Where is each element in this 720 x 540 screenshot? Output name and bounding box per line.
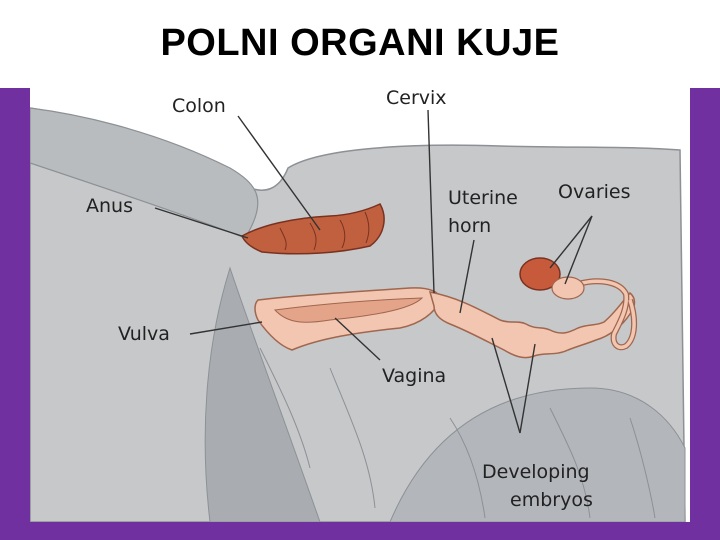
label-anus: Anus [86, 195, 133, 217]
tail [30, 107, 259, 239]
oviduct-fill [577, 279, 636, 349]
fur-strokes [259, 347, 656, 519]
uterine-horn [428, 291, 636, 359]
reproductive-diagram: Colon Cervix Uterine horn Ovaries Anus V… [30, 88, 686, 522]
label-ovaries: Ovaries [558, 181, 631, 203]
belly-fur [389, 387, 686, 522]
label-vagina: Vagina [382, 365, 446, 387]
ovary-bursa [551, 276, 585, 300]
slide-title: POLNI ORGANI KUJE [160, 22, 560, 64]
label-horn: horn [448, 215, 491, 237]
vagina-inner [273, 297, 424, 323]
label-colon: Colon [172, 95, 226, 117]
label-vulva: Vulva [118, 323, 170, 345]
label-embryos: embryos [510, 489, 593, 511]
label-uterine: Uterine [448, 187, 518, 209]
label-developing: Developing [482, 461, 590, 483]
colon-folds [279, 211, 370, 251]
leader-lines [154, 109, 593, 434]
title-bar [0, 0, 720, 88]
label-cervix: Cervix [386, 88, 447, 109]
ovary [519, 257, 561, 291]
anatomy-figure: Colon Cervix Uterine horn Ovaries Anus V… [30, 88, 690, 522]
hind-leg [204, 266, 321, 522]
